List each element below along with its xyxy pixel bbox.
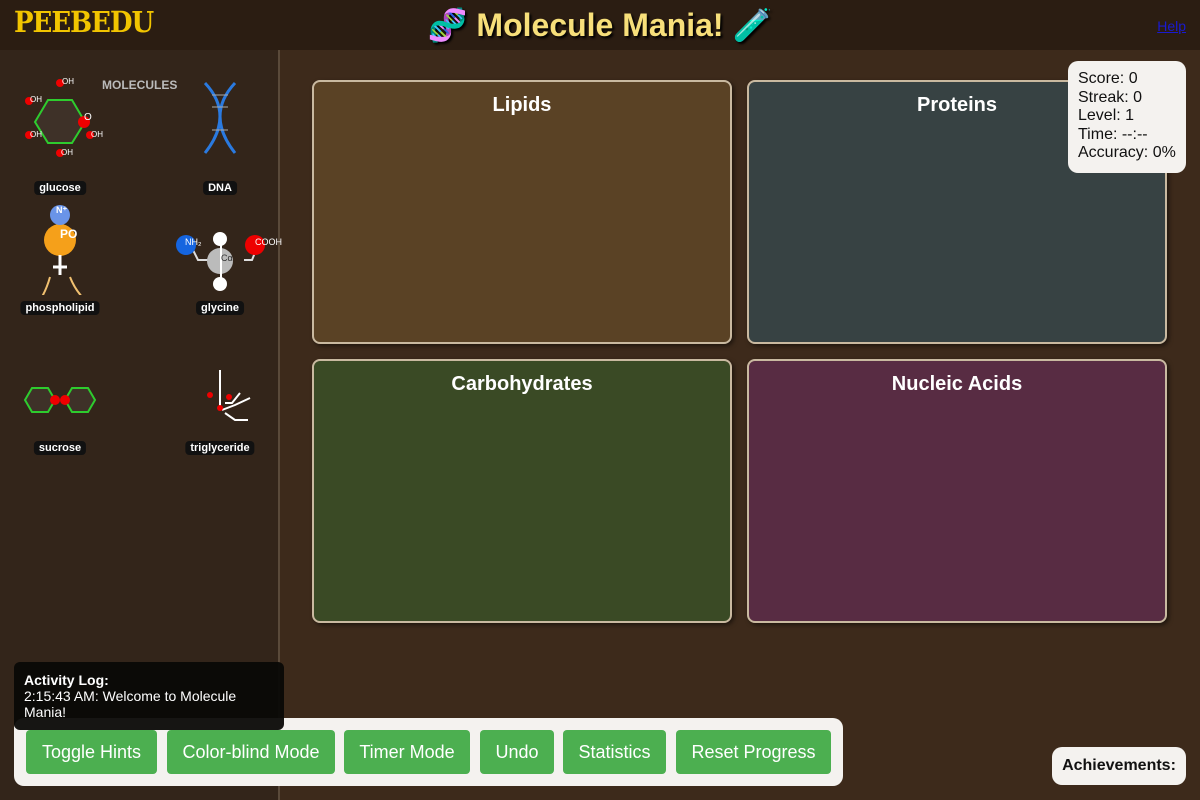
achievements-panel: Achievements: (1052, 747, 1186, 785)
molecule-label: sucrose (33, 441, 87, 455)
sucrose-icon (23, 387, 97, 413)
drop-zone-lipids[interactable]: Lipids (312, 80, 732, 344)
glucose-ring-icon: OH OH O OH OH OH (25, 77, 103, 157)
zone-title: Carbohydrates (451, 373, 593, 395)
molecule-sucrose[interactable]: sucrose (0, 335, 120, 455)
streak: Streak: 0 (1078, 88, 1143, 106)
color-blind-mode-button[interactable]: Color-blind Mode (167, 730, 335, 774)
molecule-label: phospholipid (20, 301, 100, 315)
stats-panel: Score: 0 Streak: 0 Level: 1 Time: --:-- … (1068, 61, 1186, 173)
log-entry: 2:15:43 AM: Welcome to Molecule Mania! (24, 688, 237, 720)
zone-title: Nucleic Acids (891, 373, 1023, 395)
page-title: 🧬 Molecule Mania! 🧪 (427, 7, 773, 43)
activity-log-title: Activity Log: (24, 672, 109, 688)
statistics-button[interactable]: Statistics (563, 730, 666, 774)
score: Score: 0 (1078, 70, 1138, 87)
dna-helix-icon (203, 81, 237, 154)
timer-mode-button[interactable]: Timer Mode (344, 730, 470, 774)
header: PEEBEDU 🧬 Molecule Mania! 🧪 Help (0, 0, 1200, 50)
svg-text:OH: OH (30, 130, 42, 139)
zone-title: Lipids (492, 94, 552, 116)
logo: PEEBEDU (14, 6, 154, 40)
undo-button[interactable]: Undo (480, 730, 554, 774)
svg-text:O: O (84, 112, 92, 123)
molecule-phospholipid[interactable]: N⁺ PO phospholipid (0, 195, 120, 315)
drop-zone-nucleic-acids[interactable]: Nucleic Acids (747, 359, 1167, 623)
svg-text:PO: PO (60, 227, 77, 241)
zone-title: Proteins (916, 94, 998, 116)
molecule-glucose[interactable]: OH OH O OH OH OH glucose (0, 75, 120, 195)
molecule-label: glycine (196, 301, 244, 315)
level: Level: 1 (1078, 107, 1135, 124)
help-link[interactable]: Help (1157, 18, 1186, 34)
molecule-label: triglyceride (185, 441, 255, 455)
reset-progress-button[interactable]: Reset Progress (676, 730, 831, 774)
svg-text:OH: OH (30, 95, 42, 104)
drop-zone-carbohydrates[interactable]: Carbohydrates (312, 359, 732, 623)
molecule-dna[interactable]: DNA (160, 75, 280, 195)
molecule-triglyceride[interactable]: triglyceride (160, 335, 280, 455)
svg-text:COOH: COOH (255, 237, 282, 247)
sidebar-title: MOLECULES (102, 78, 178, 92)
triglyceride-icon (207, 370, 251, 421)
molecule-label: glucose (34, 181, 86, 195)
phospholipid-icon: N⁺ PO (41, 205, 82, 295)
molecule-glycine[interactable]: NH₂ COOH Cα glycine (160, 195, 282, 315)
svg-text:OH: OH (62, 77, 74, 86)
svg-text:OH: OH (91, 130, 103, 139)
svg-text:OH: OH (61, 148, 73, 157)
molecule-label: DNA (203, 181, 237, 195)
accuracy: Accuracy: 0% (1078, 144, 1176, 161)
svg-text:N⁺: N⁺ (56, 205, 67, 215)
toggle-hints-button[interactable]: Toggle Hints (26, 730, 157, 774)
timer: Time: --:-- (1078, 125, 1148, 143)
glycine-icon: NH₂ COOH Cα (176, 232, 282, 291)
svg-text:NH₂: NH₂ (185, 237, 202, 247)
svg-text:Cα: Cα (221, 253, 233, 263)
activity-log: Activity Log: 2:15:43 AM: Welcome to Mol… (14, 662, 284, 730)
